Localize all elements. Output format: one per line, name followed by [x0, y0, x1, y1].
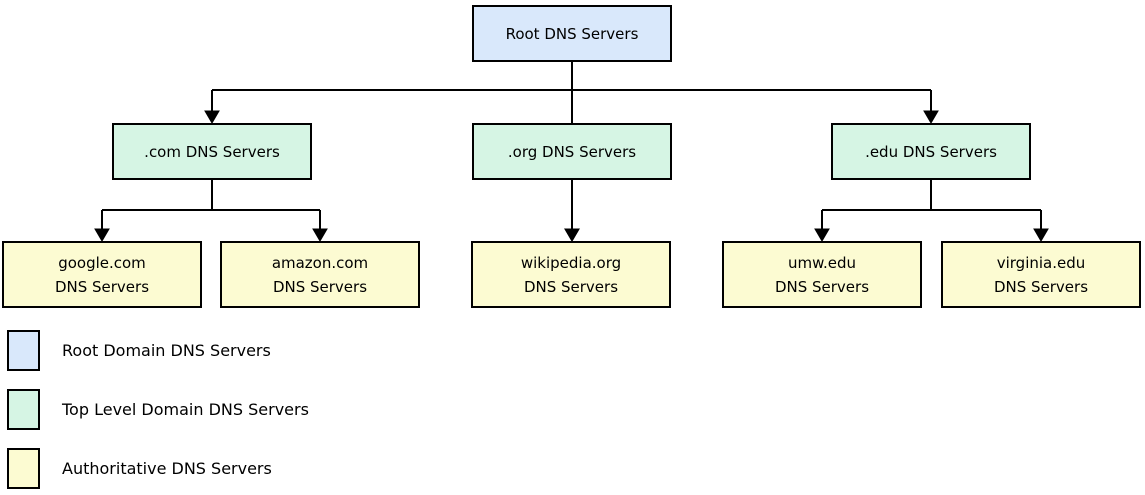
legend-label: Authoritative DNS Servers: [62, 459, 272, 478]
node-wikipedia-dns-servers: wikipedia.org DNS Servers: [471, 241, 671, 308]
authoritative-swatch: [7, 448, 40, 489]
root-domain-swatch: [7, 330, 40, 371]
node-com-dns-servers: .com DNS Servers: [112, 123, 312, 180]
edge-com-fanout: [94, 180, 328, 242]
legend-label: Top Level Domain DNS Servers: [62, 400, 309, 419]
node-virginia-dns-servers: virginia.edu DNS Servers: [941, 241, 1141, 308]
top-level-domain-swatch: [7, 389, 40, 430]
legend-item-authoritative: Authoritative DNS Servers: [7, 448, 272, 489]
node-edu-dns-servers: .edu DNS Servers: [831, 123, 1031, 180]
node-amazon-dns-servers: amazon.com DNS Servers: [220, 241, 420, 308]
node-google-dns-servers: google.com DNS Servers: [2, 241, 202, 308]
edge-org-to-wikipedia: [564, 180, 580, 242]
legend-item-top-level-domain: Top Level Domain DNS Servers: [7, 389, 309, 430]
legend-label: Root Domain DNS Servers: [62, 341, 271, 360]
edge-edu-fanout: [814, 180, 1049, 242]
legend-item-root-domain: Root Domain DNS Servers: [7, 330, 271, 371]
node-root-dns-servers: Root DNS Servers: [472, 5, 672, 62]
edge-root-to-edu: [923, 90, 939, 124]
node-org-dns-servers: .org DNS Servers: [472, 123, 672, 180]
edge-root-to-com: [204, 90, 220, 124]
node-umw-dns-servers: umw.edu DNS Servers: [722, 241, 922, 308]
